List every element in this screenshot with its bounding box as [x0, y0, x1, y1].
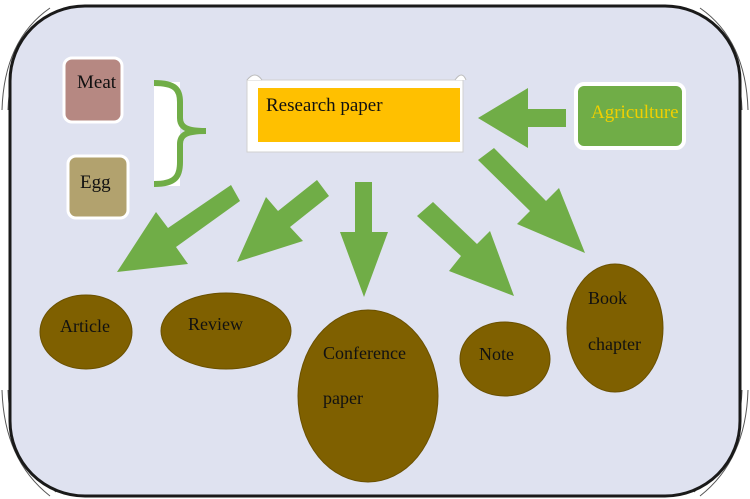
research-paper-node: [246, 74, 467, 153]
arrow-to-article: [117, 185, 240, 272]
book-chapter-label-line2: chapter: [588, 334, 641, 354]
review-label: Review: [188, 314, 243, 334]
book-chapter-label-line1: Book: [588, 288, 628, 308]
arrow-to-conference: [340, 182, 388, 297]
conference-ellipse: [297, 309, 439, 483]
arrow-to-book: [478, 148, 585, 253]
article-ellipse: [39, 294, 133, 370]
brace-bar: [154, 82, 180, 186]
conference-label-line2: paper: [323, 388, 363, 408]
egg-box: [66, 154, 130, 220]
conference-label-line1: Conference: [323, 343, 406, 363]
agriculture-label: Agriculture: [591, 102, 679, 123]
arrow-agri-to-research: [478, 88, 566, 148]
article-label: Article: [60, 316, 110, 336]
agriculture-box: [574, 82, 686, 150]
arrow-to-note: [417, 202, 514, 296]
meat-label: Meat: [77, 72, 117, 93]
note-ellipse: [459, 321, 551, 397]
egg-label: Egg: [80, 172, 111, 193]
curly-brace-icon: [153, 80, 207, 187]
review-ellipse: [160, 292, 292, 370]
arrow-to-review: [237, 180, 329, 262]
note-label: Note: [479, 344, 514, 364]
arrows: [117, 88, 585, 297]
book-ellipse: [566, 263, 664, 393]
meat-box: [62, 56, 124, 124]
research-paper-label: Research paper: [266, 95, 383, 116]
